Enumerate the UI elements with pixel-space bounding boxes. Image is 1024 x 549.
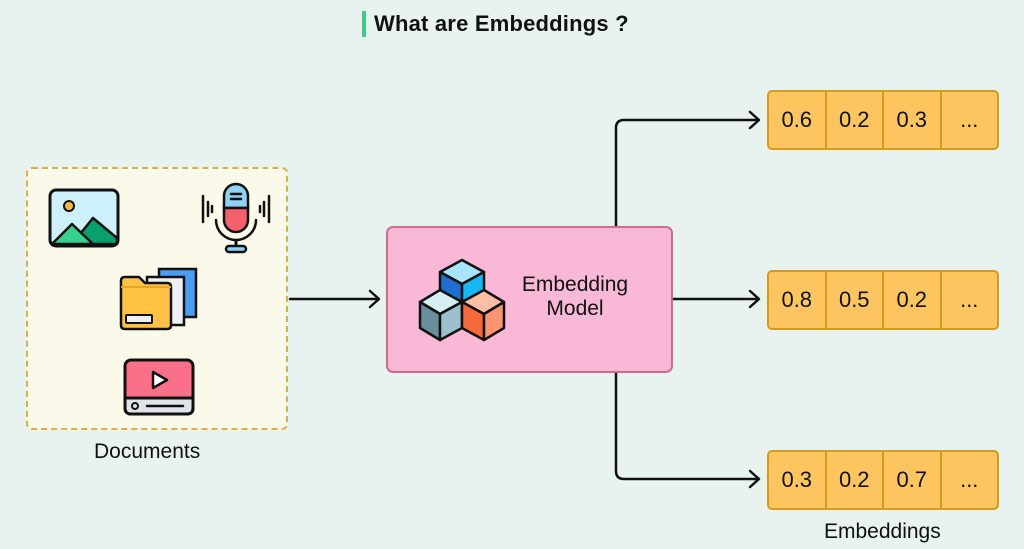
title-accent-bar xyxy=(362,11,366,37)
microphone-icon xyxy=(201,182,271,254)
vector-cell: 0.7 xyxy=(884,452,942,508)
vector-cell-ellipsis: ... xyxy=(960,467,979,492)
video-player-icon xyxy=(123,358,195,416)
title-text: What are Embeddings ? xyxy=(374,11,629,36)
cubes-icon xyxy=(418,258,506,342)
vector-cell: 0.8 xyxy=(769,272,827,328)
embedding-vector-2: 0.8 0.5 0.2 ... xyxy=(767,270,999,330)
embedding-vector-1: 0.6 0.2 0.3 ... xyxy=(767,90,999,150)
vector-cell: 0.3 xyxy=(884,92,942,148)
documents-label: Documents xyxy=(94,440,201,463)
embeddings-label: Embeddings xyxy=(824,520,941,543)
vector-cell: 0.3 xyxy=(769,452,827,508)
arrow-model-to-vector-3 xyxy=(614,371,760,481)
vector-cell: 0.5 xyxy=(827,272,884,328)
folder-files-icon xyxy=(119,267,198,331)
vector-cell: 0.2 xyxy=(827,92,884,148)
embedding-vector-3: 0.3 0.2 0.7 ... xyxy=(767,450,999,510)
model-label-line2: Model xyxy=(546,297,604,320)
diagram-title: What are Embeddings ? xyxy=(362,10,629,38)
vector-cell-ellipsis: ... xyxy=(960,107,979,132)
vector-cell-ellipsis: ... xyxy=(960,287,979,312)
embedding-model-label: Embedding Model xyxy=(500,273,650,321)
vector-cell: 0.2 xyxy=(827,452,884,508)
image-icon xyxy=(48,188,120,248)
arrow-model-to-vector-1 xyxy=(614,118,760,228)
vector-cell: 0.6 xyxy=(769,92,827,148)
vector-cell: 0.2 xyxy=(884,272,942,328)
model-label-line1: Embedding xyxy=(521,273,629,296)
